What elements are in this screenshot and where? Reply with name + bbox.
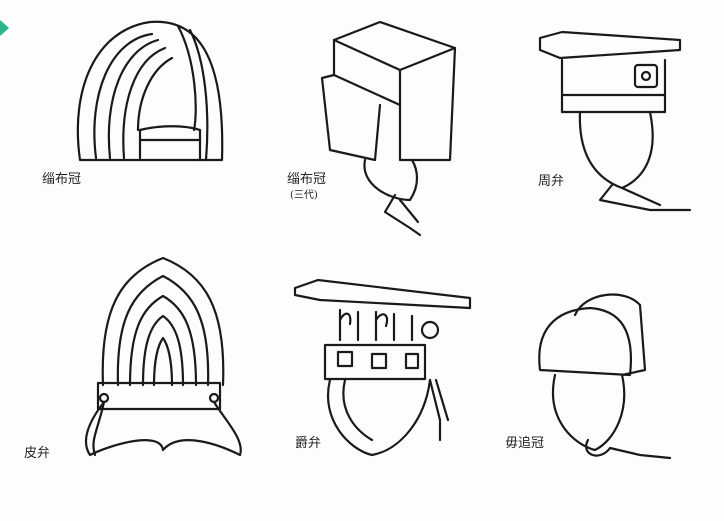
hat-1-drawing bbox=[76, 20, 224, 162]
label-hat-3: 周弁 bbox=[538, 174, 565, 189]
label-hat-1: 缁布冠 bbox=[42, 172, 82, 187]
label-hat-5: 爵弁 bbox=[295, 436, 322, 451]
hat-3-drawing bbox=[538, 30, 692, 212]
label-hat-6: 毋追冠 bbox=[505, 436, 545, 451]
label-hat-4: 皮弁 bbox=[24, 446, 51, 461]
hat-2-drawing bbox=[320, 20, 457, 237]
label-hat-2: 缁布冠 bbox=[287, 172, 327, 187]
hat-6-drawing bbox=[538, 293, 672, 460]
hat-5-drawing bbox=[293, 278, 472, 457]
corner-marker bbox=[0, 20, 9, 36]
hat-4-drawing bbox=[84, 256, 242, 457]
label-hat-2-sub: (三代) bbox=[290, 190, 318, 201]
